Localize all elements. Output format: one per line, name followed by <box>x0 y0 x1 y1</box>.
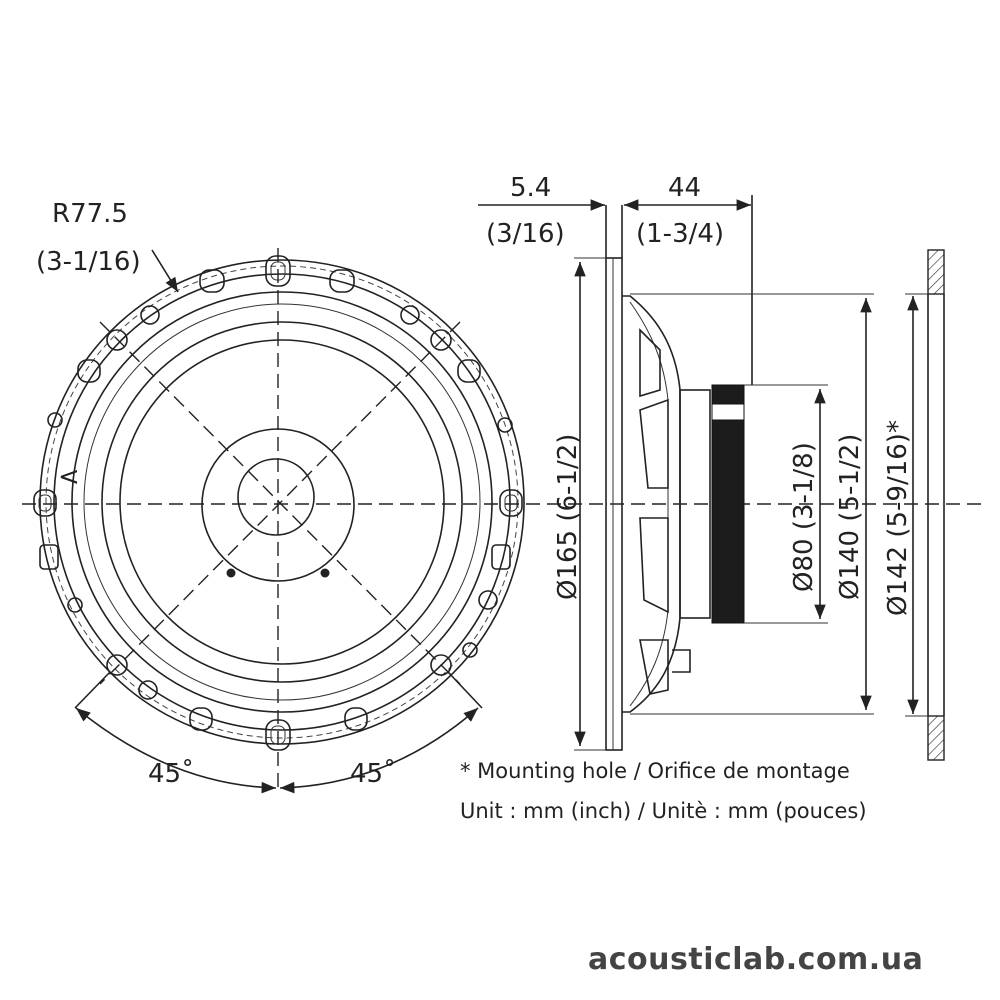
tab-top-right <box>329 269 355 293</box>
hole-lower-left <box>138 680 158 700</box>
basket-window-upper <box>639 398 669 489</box>
hole-upper-right <box>400 305 420 325</box>
tab-left-upper <box>77 359 101 383</box>
dim-flange-inch: (3/16) <box>486 219 565 249</box>
brand-watermark: acousticlab.com.ua <box>588 942 923 977</box>
tab-right-upper <box>457 359 481 383</box>
dim-hole-label: Ø142 (5-9/16)* <box>883 420 913 616</box>
dim-cone-label: Ø140 (5-1/2) <box>835 434 865 600</box>
angle-left-label: 45˚ <box>148 759 194 789</box>
dim-magnet-label: Ø80 (3-1/8) <box>789 442 819 592</box>
hole-right-mid <box>497 417 513 433</box>
mount-hole-ne <box>430 329 452 351</box>
frame-inner-ring <box>53 273 511 731</box>
flange <box>605 257 623 751</box>
side-view: 5.4 (3/16) 44 (1-3/4) Ø165 (6-1/2) Ø80 (… <box>478 173 945 761</box>
basket-window-lower <box>639 517 669 614</box>
surround-outer-ring <box>71 291 493 713</box>
angle-arc-left <box>75 707 277 794</box>
tab-right <box>499 489 523 517</box>
mounting-board-upper <box>927 249 945 295</box>
note-mounting-hole: * Mounting hole / Orifice de montage <box>460 759 850 783</box>
centerline-diag-2 <box>99 321 461 685</box>
hole-left-bottom <box>67 597 83 613</box>
mount-hole-sw <box>106 654 128 676</box>
hole-upper-left <box>140 305 160 325</box>
basket-outline <box>622 295 681 713</box>
dim-depth-value: 44 <box>668 173 701 203</box>
basket-window-top <box>639 328 661 398</box>
mount-hole-se <box>430 654 452 676</box>
cone-ring <box>119 339 445 665</box>
terminal-dot-right <box>320 568 330 578</box>
radius-inch: (3-1/16) <box>36 247 141 277</box>
tab-right-lower <box>491 544 511 570</box>
dim-flange-value: 5.4 <box>510 173 551 203</box>
angle-extension-left <box>74 671 111 709</box>
glyph-left-arrow: < <box>58 462 80 492</box>
hole-right-bottom <box>462 642 478 658</box>
radius-leader <box>151 249 179 293</box>
tab-left <box>33 489 57 517</box>
mount-hole-nw <box>106 329 128 351</box>
hole-left-mid <box>47 412 63 428</box>
tab-top-left <box>199 269 225 293</box>
dim-depth-inch: (1-3/4) <box>636 219 724 249</box>
terminal-dot-left <box>226 568 236 578</box>
angle-arc-right <box>279 707 479 794</box>
dim-outer-label: Ø165 (6-1/2) <box>553 434 583 600</box>
radius-value: R77.5 <box>52 199 128 229</box>
hole-lower-right <box>478 590 498 610</box>
angle-right-label: 45˚ <box>350 759 396 789</box>
mounting-board-lower <box>927 715 945 761</box>
magnet-band <box>711 403 745 421</box>
surround-ring-2 <box>83 303 481 701</box>
tab-left-lower <box>39 544 59 570</box>
tweeter-ring <box>237 458 315 536</box>
tab-bottom-right <box>344 707 368 731</box>
angle-extension-right <box>447 671 483 709</box>
front-view: R77.5 (3-1/16) 45˚ 45˚ < <box>22 199 985 794</box>
motor-plate <box>679 389 711 619</box>
terminal <box>672 649 691 673</box>
basket-window-bottom <box>639 639 669 695</box>
magnet <box>711 384 745 624</box>
note-unit: Unit : mm (inch) / Unitè : mm (pouces) <box>460 799 867 823</box>
surround-ring-3 <box>101 321 463 683</box>
